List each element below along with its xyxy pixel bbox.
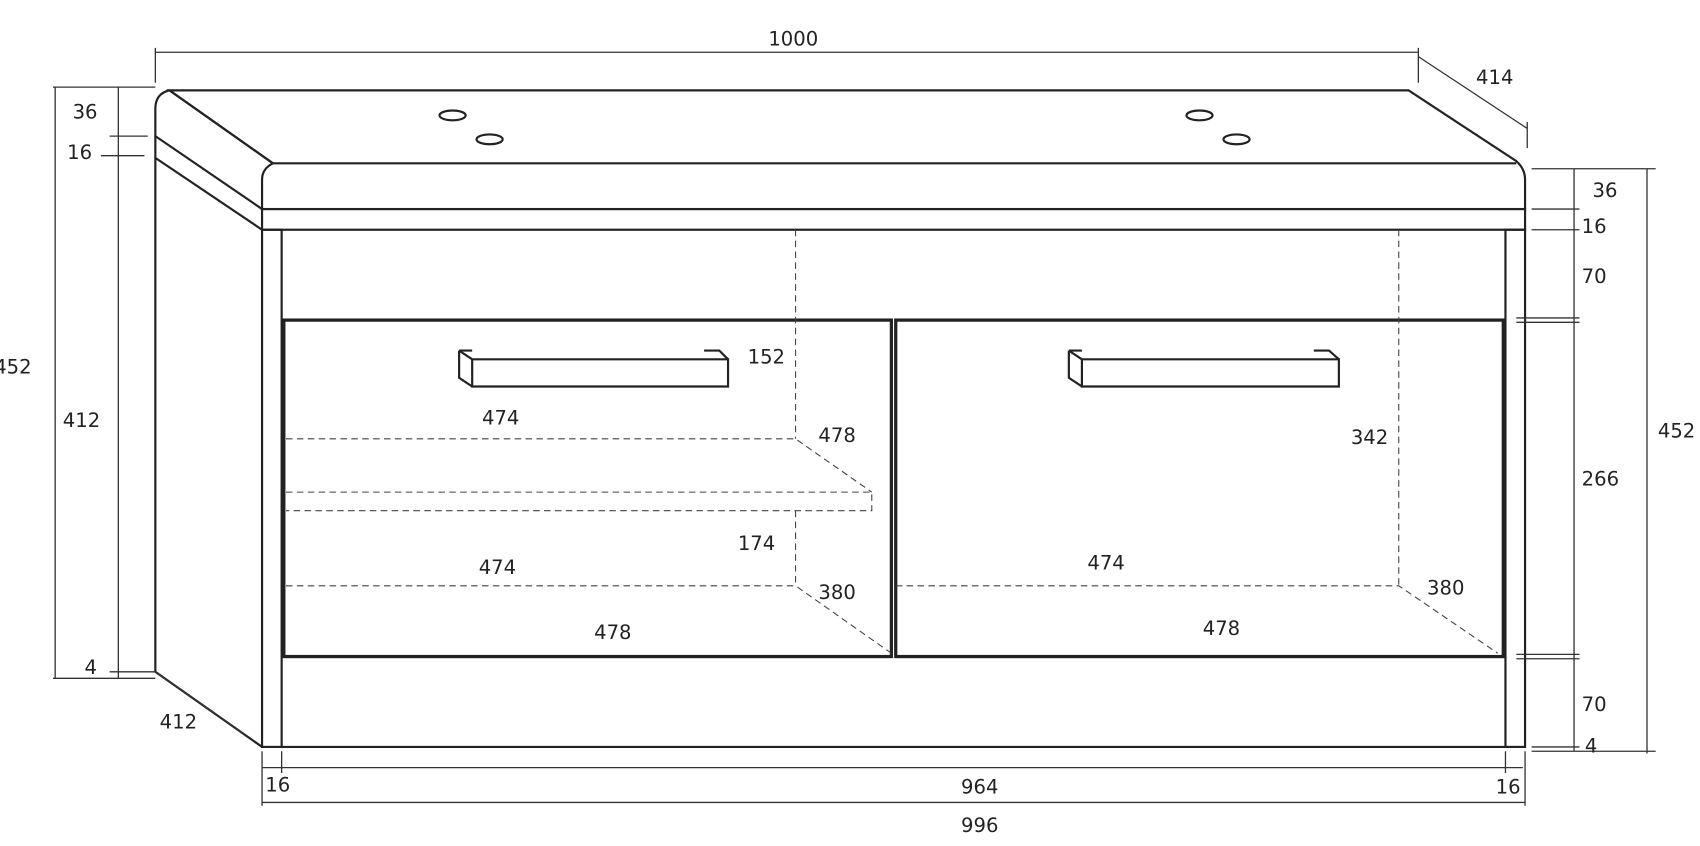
dim-right-drawer-height: 342	[1351, 426, 1388, 449]
countertop	[154, 89, 1527, 211]
tap-holes	[438, 109, 1251, 146]
dim-height-right: 452	[1658, 420, 1695, 443]
dim-overall-width: 1000	[768, 28, 818, 51]
dim-left-bottom-depth: 380	[818, 581, 855, 604]
dim-left-post: 16	[265, 774, 290, 797]
dim-upper-rail: 70	[1582, 265, 1607, 288]
drawer-handles	[458, 349, 1340, 388]
dim-shelf-width: 474	[482, 407, 519, 430]
dim-drawer-height: 266	[1582, 468, 1619, 491]
dim-right-top: 36	[1593, 179, 1618, 202]
dim-right-bottom-depth: 380	[1427, 576, 1464, 599]
hidden-lines	[286, 229, 1499, 654]
dim-base-width: 996	[961, 814, 998, 837]
dim-height-left: 452	[0, 355, 32, 378]
dim-side-depth: 412	[160, 710, 197, 733]
dim-inner-width: 964	[961, 776, 998, 799]
dim-right-post: 16	[1496, 776, 1521, 799]
dimension-labels: 1000 414 452 36 16 412 4 412 36 16 70 26…	[0, 28, 1695, 837]
dim-left-body: 412	[63, 409, 100, 432]
dim-left-bottom-width: 474	[479, 556, 516, 579]
dim-right-strip: 16	[1582, 215, 1607, 238]
dim-handle-height: 152	[748, 346, 785, 369]
dim-shelf-depth: 478	[818, 424, 855, 447]
dim-right-front-width: 478	[1203, 617, 1240, 640]
dim-depth: 414	[1476, 66, 1513, 89]
dim-right-bottom-width: 474	[1087, 551, 1124, 574]
dim-left-front-width: 478	[594, 621, 631, 644]
dimension-lines	[52, 47, 1656, 806]
dim-lower-height: 174	[738, 532, 775, 555]
drawer-fronts	[282, 318, 1505, 659]
dim-right-foot: 4	[1585, 734, 1597, 757]
dim-left-foot: 4	[85, 656, 97, 679]
dim-left-top: 36	[73, 101, 98, 124]
dim-lower-rail: 70	[1582, 693, 1607, 716]
dim-left-strip: 16	[67, 141, 92, 164]
